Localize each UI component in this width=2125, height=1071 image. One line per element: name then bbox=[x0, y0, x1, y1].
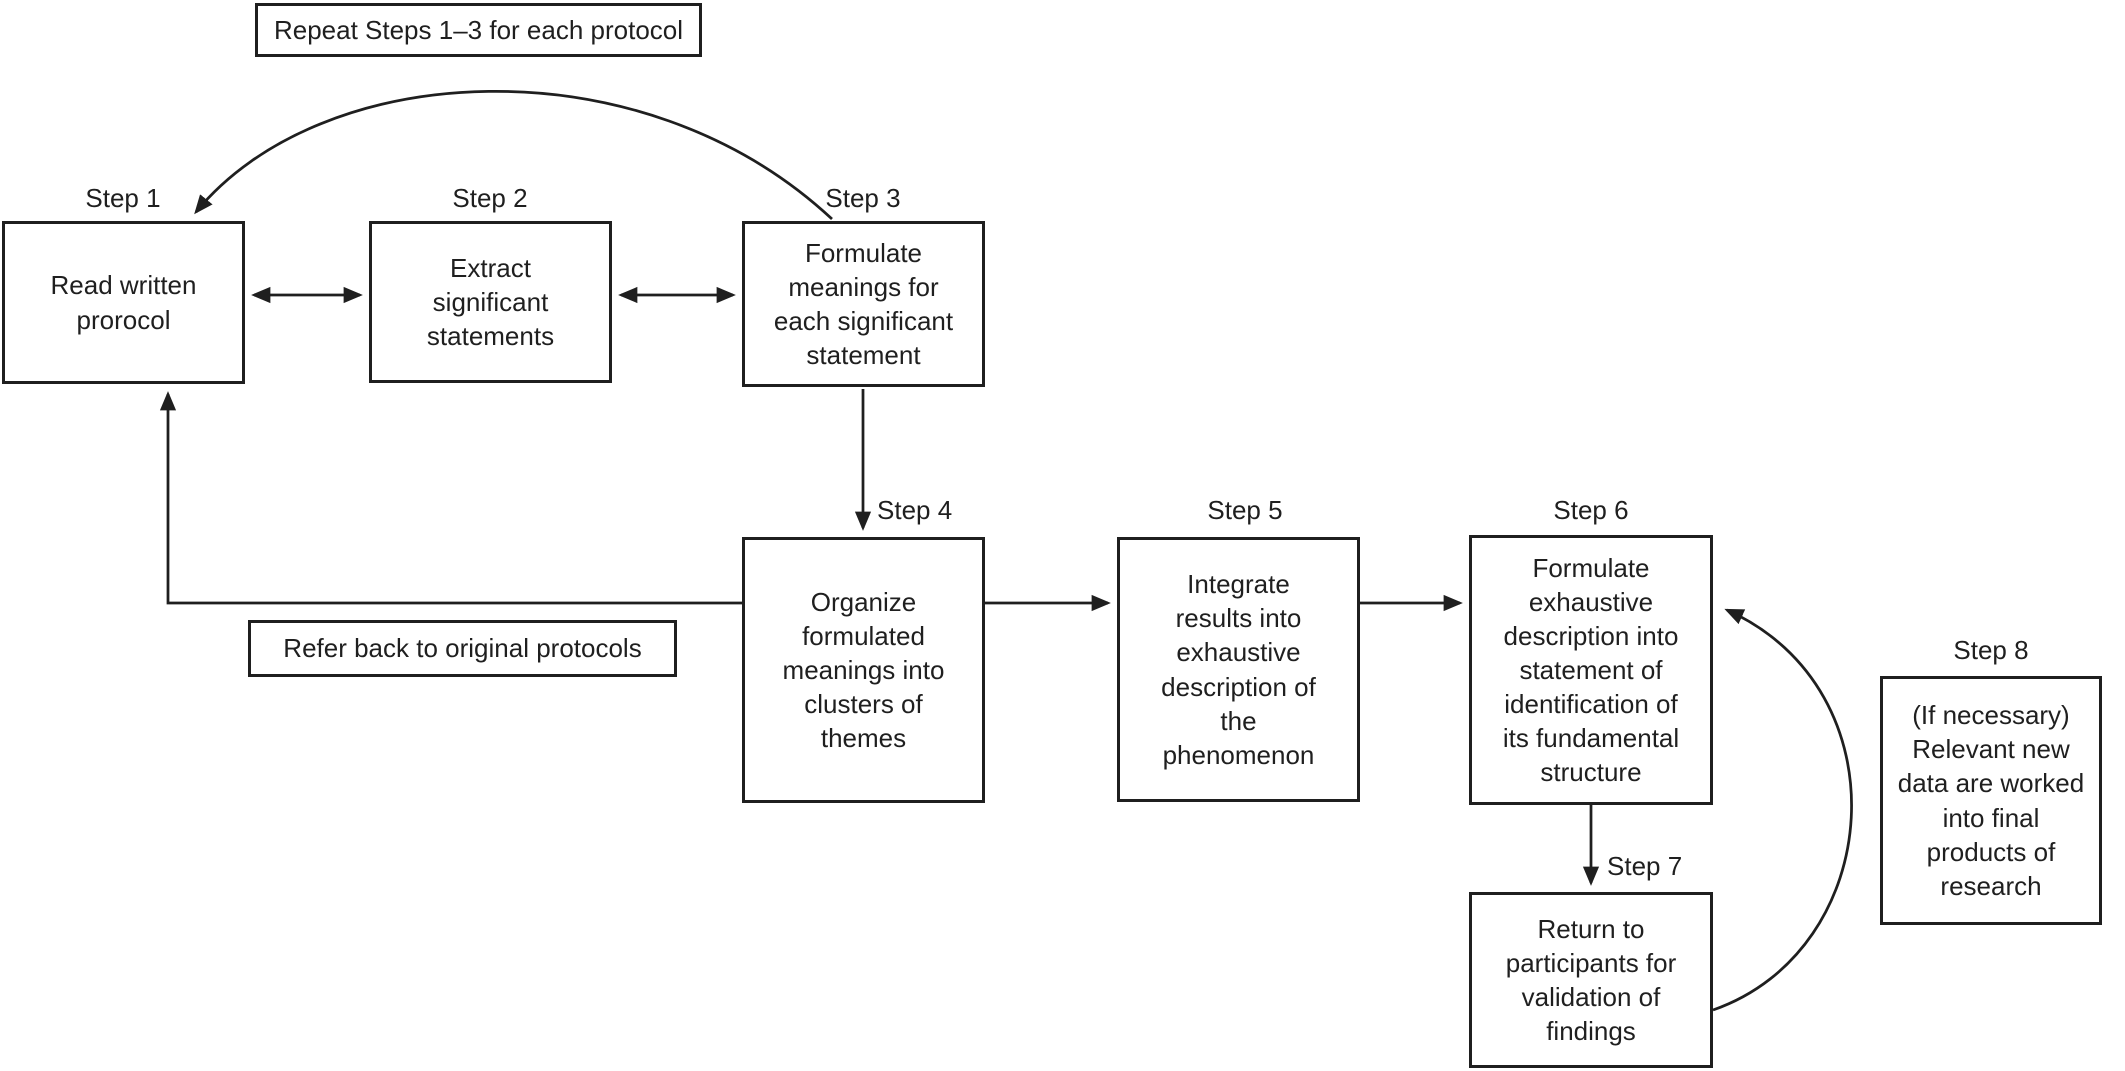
step5-label: Step 5 bbox=[1207, 495, 1283, 525]
repeat-arc-step3-to-step1 bbox=[194, 90, 833, 221]
step3-text: Formulate meanings for each significant … bbox=[773, 237, 954, 371]
step7-text: Return to participants for validation of… bbox=[1505, 913, 1677, 1047]
step4-box: Organize formulated meanings into cluste… bbox=[742, 537, 985, 803]
step1-label: Step 1 bbox=[85, 183, 161, 213]
refer-note-text: Refer back to original protocols bbox=[283, 633, 642, 664]
step3-label: Step 3 bbox=[825, 183, 901, 213]
step5-box: Integrate results into exhaustive descri… bbox=[1117, 537, 1360, 802]
step2-box: Extract significant statements bbox=[369, 221, 612, 383]
step1-box: Read written prorocol bbox=[2, 221, 245, 384]
step4-label: Step 4 bbox=[877, 495, 953, 525]
refer-note-box: Refer back to original protocols bbox=[248, 620, 677, 677]
step3-box: Formulate meanings for each significant … bbox=[742, 221, 985, 387]
step2-text: Extract significant statements bbox=[426, 252, 555, 352]
step8-label: Step 8 bbox=[1953, 635, 2029, 665]
step8-box: (If necessary) Relevant new data are wor… bbox=[1880, 676, 2102, 925]
step7-label: Step 7 bbox=[1607, 851, 1683, 881]
step6-text: Formulate exhaustive description into st… bbox=[1502, 552, 1680, 788]
step5-text: Integrate results into exhaustive descri… bbox=[1161, 569, 1316, 770]
step4-text: Organize formulated meanings into cluste… bbox=[782, 586, 945, 754]
feedback-line-step4-to-step1 bbox=[159, 391, 742, 605]
step6-box: Formulate exhaustive description into st… bbox=[1469, 535, 1713, 805]
step6-label: Step 6 bbox=[1553, 495, 1629, 525]
repeat-note-text: Repeat Steps 1–3 for each protocol bbox=[273, 14, 684, 45]
loop-curve-step7-to-step6 bbox=[1712, 608, 1853, 1012]
step7-box: Return to participants for validation of… bbox=[1469, 892, 1713, 1068]
step8-text: (If necessary) Relevant new data are wor… bbox=[1897, 700, 2085, 901]
step1-text: Read written prorocol bbox=[50, 270, 197, 335]
step2-label: Step 2 bbox=[452, 183, 528, 213]
repeat-note-box: Repeat Steps 1–3 for each protocol bbox=[255, 3, 702, 57]
